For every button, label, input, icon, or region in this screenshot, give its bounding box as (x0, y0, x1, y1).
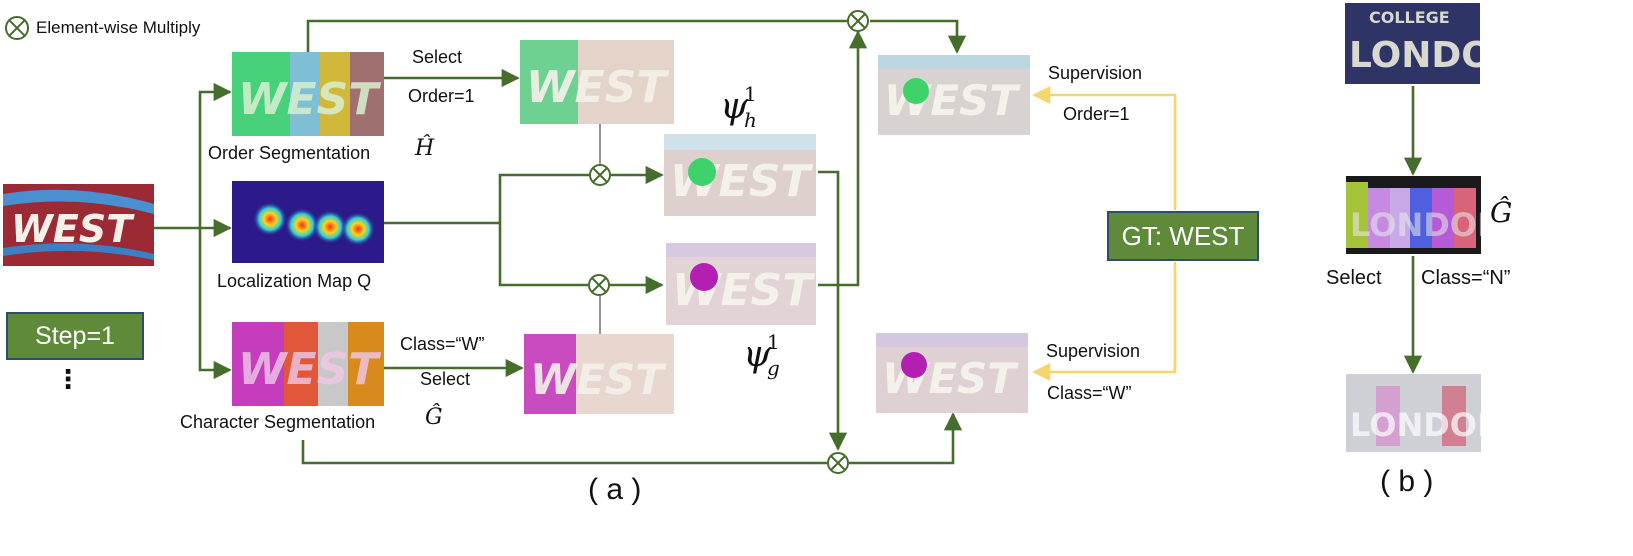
supervision-label-bottom: Supervision (1046, 341, 1141, 361)
multiply-icon-bottom (827, 452, 849, 474)
gt-arrow-bottom (1032, 262, 1177, 382)
select-label-top: Select (412, 47, 463, 67)
supervision-order-word: WEST (884, 76, 1021, 125)
input-word: WEST (11, 207, 135, 251)
order-label-right: Order=1 (1063, 104, 1130, 124)
london-seg-graphic: LONDON (1346, 176, 1481, 254)
wire-top-to-supervision (870, 19, 967, 54)
london-selected-graphic: LONDON (1346, 374, 1481, 452)
b-class-label: Class=“N” (1421, 267, 1511, 289)
supervision-class-graphic: WEST (876, 333, 1028, 413)
step-text: Step=1 (35, 321, 115, 350)
london-selected-image: LONDON (1346, 374, 1481, 452)
order-seg-symbol: Ĥ (415, 136, 435, 161)
selected-class-image: WEST (524, 334, 674, 414)
wire-bottom-to-supervision (849, 412, 963, 465)
step-box: Step=1 (6, 312, 144, 360)
london-word: LONDON (1349, 35, 1480, 76)
wire-top-bypass (306, 19, 850, 52)
wire-loc-down (498, 223, 588, 287)
london-input-graphic: COLLEGE LONDON (1345, 3, 1480, 84)
london-input-image: COLLEGE LONDON (1345, 3, 1480, 84)
order-label-top: Order=1 (408, 86, 475, 106)
wire-psig-up (818, 30, 868, 287)
localization-map-image (232, 181, 384, 263)
gt-text: GT: WEST (1121, 220, 1245, 251)
caption-a: ( a ) (588, 473, 642, 506)
wire-bottom-bypass (301, 440, 827, 465)
psi-h-graphic: WEST (664, 134, 816, 216)
psi-h-image: WEST (664, 134, 816, 216)
b-g-symbol: Ĝ (1490, 196, 1513, 229)
wire-loc-up (498, 173, 590, 223)
wire-to-char-seg (198, 228, 232, 380)
selected-order-image: WEST (520, 40, 674, 124)
ellipsis: ⋮ (55, 364, 81, 394)
legend-text: Element-wise Multiply (36, 18, 201, 37)
london-selected-word: LONDON (1350, 406, 1481, 444)
wire-psih-down (818, 170, 848, 451)
supervision-order-graphic: WEST (878, 55, 1030, 135)
b-select-label: Select (1326, 267, 1382, 289)
char-seg-label: Character Segmentation (180, 412, 376, 432)
multiply-icon-g (588, 274, 610, 296)
psi-g-graphic: WEST (666, 243, 816, 325)
char-seg-graphic: WEST (232, 322, 384, 406)
gt-arrow-top (1032, 85, 1177, 210)
order-seg-word: WEST (238, 74, 381, 125)
london-seg-word: LONDON (1350, 206, 1481, 244)
college-word: COLLEGE (1369, 8, 1450, 27)
input-image-west-graphic: WEST (3, 184, 154, 266)
order-seg-label: Order Segmentation (208, 143, 371, 163)
selected-order-word: WEST (526, 62, 669, 113)
select-label-bottom: Select (420, 369, 471, 389)
order-segmentation-image: WEST (232, 52, 384, 136)
order-seg-graphic: WEST (232, 52, 384, 136)
supervision-order-image: WEST (878, 55, 1030, 135)
london-segmentation-image: LONDON (1346, 176, 1481, 254)
supervision-class-image: WEST (876, 333, 1028, 413)
caption-b: ( b ) (1380, 465, 1434, 498)
wire-to-order-seg (198, 82, 232, 228)
class-label-right: Class=“W” (1047, 383, 1132, 403)
class-w-label: Class=“W” (400, 334, 485, 354)
loc-map-label: Localization Map Q (217, 271, 372, 291)
selected-order-graphic: WEST (520, 40, 674, 124)
character-segmentation-image: WEST (232, 322, 384, 406)
psi-g-image: WEST (666, 243, 816, 325)
selected-class-word: WEST (530, 355, 667, 404)
char-seg-symbol: Ĝ (425, 405, 443, 430)
selected-class-graphic: WEST (524, 334, 674, 414)
char-seg-word: WEST (238, 344, 381, 395)
input-image-west: WEST (3, 184, 154, 266)
gt-box: GT: WEST (1107, 211, 1259, 261)
multiply-icon-h (589, 164, 611, 186)
loc-map-graphic (232, 181, 384, 263)
multiply-icon-legend (5, 16, 29, 40)
multiply-icon-top (847, 10, 869, 32)
supervision-label-top: Supervision (1048, 63, 1143, 83)
